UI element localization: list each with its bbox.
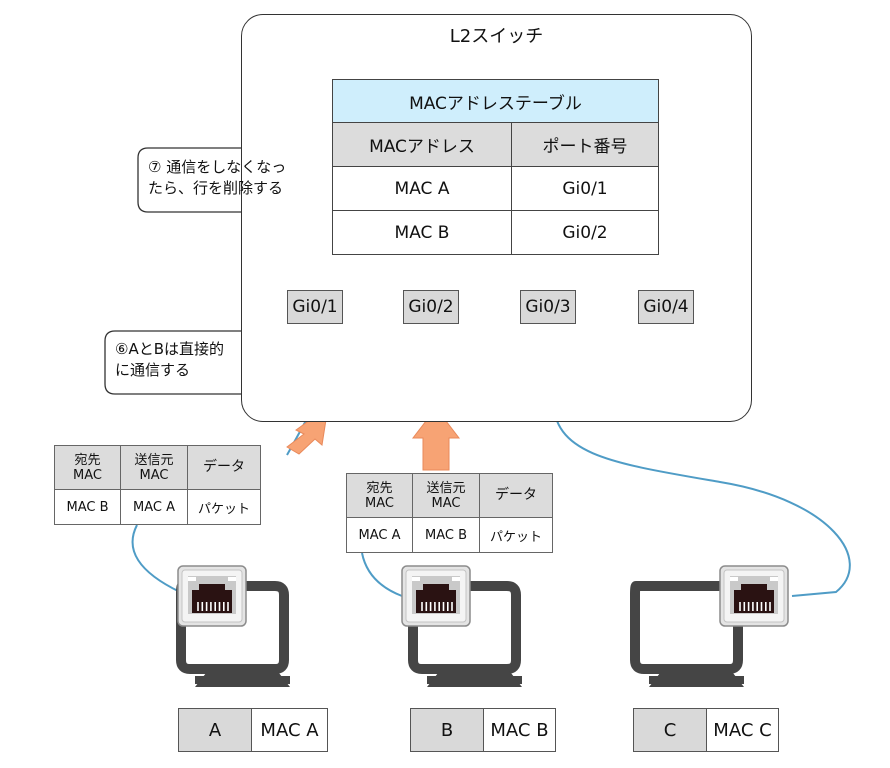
frame-header-data: データ [187, 445, 261, 490]
mac-table-header-mac: MACアドレス [332, 122, 512, 167]
callout-line: ⑦ 通信をしなくなっ [148, 158, 287, 176]
table-cell: MAC B [332, 210, 512, 255]
callout-step7-text: ⑦ 通信をしなくなっ たら、行を削除する [148, 157, 286, 199]
frame-value-data: パケット [187, 489, 261, 525]
port-label-gi0-1: Gi0/1 [287, 290, 343, 324]
mac-table-title: MACアドレステーブル [332, 79, 659, 123]
computer-b-port-icon [401, 565, 471, 627]
mac-table-header-port: ポート番号 [511, 122, 659, 167]
pc-label-b: B MAC B [410, 708, 556, 752]
pc-name: B [411, 709, 484, 751]
pc-mac: MAC B [484, 709, 555, 751]
port-label-gi0-4: Gi0/4 [638, 290, 694, 324]
mac-address-table: MACアドレステーブル MACアドレス ポート番号 MAC A Gi0/1 MA… [332, 79, 659, 255]
pc-name: A [179, 709, 252, 751]
frame-value-src: MAC A [120, 489, 188, 525]
cable-c [552, 397, 851, 597]
table-cell: Gi0/1 [511, 166, 659, 211]
table-cell: Gi0/2 [511, 210, 659, 255]
pc-mac: MAC C [707, 709, 778, 751]
callout-line: ⑥AとBは直接的 [115, 340, 224, 358]
pc-name: C [634, 709, 707, 751]
port-label-gi0-3: Gi0/3 [520, 290, 576, 324]
table-row: MAC B Gi0/2 [332, 210, 659, 255]
table-cell: MAC A [332, 166, 512, 211]
pc-mac: MAC A [252, 709, 327, 751]
frame-value-src: MAC B [412, 517, 480, 553]
computer-a-port-icon [177, 565, 247, 627]
callout-step6-text: ⑥AとBは直接的 に通信する [115, 339, 224, 381]
table-row: MAC A Gi0/1 [332, 166, 659, 211]
frame-header-data: データ [479, 473, 553, 518]
computer-c-port-icon [719, 565, 789, 627]
callout-line: たら、行を削除する [148, 179, 284, 197]
callout-line: に通信する [115, 361, 191, 379]
port-label-gi0-2: Gi0/2 [403, 290, 459, 324]
cable-a-lower [131, 524, 181, 593]
frame-value-dst: MAC A [346, 517, 413, 553]
switch-title: L2スイッチ [449, 26, 544, 47]
frame-value-dst: MAC B [54, 489, 121, 525]
arrow-up-icon [411, 407, 461, 471]
cable-b-lower [361, 552, 403, 597]
pc-label-a: A MAC A [178, 708, 328, 752]
pc-label-c: C MAC C [633, 708, 779, 752]
frame-value-data: パケット [479, 517, 553, 553]
